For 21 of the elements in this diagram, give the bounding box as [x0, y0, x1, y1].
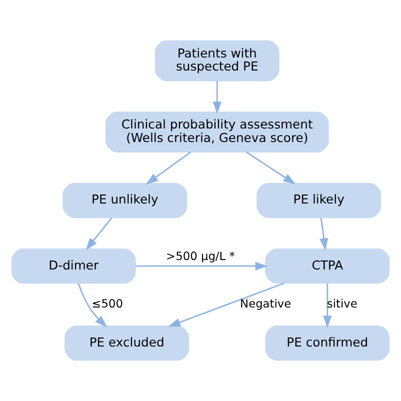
edge-label: Negative	[240, 296, 292, 311]
node-box: CTPA	[265, 248, 390, 284]
arrow	[136, 262, 268, 270]
node-box: PE likely	[256, 182, 382, 218]
node-box: PE confirmed	[265, 326, 390, 361]
arrow	[320, 218, 328, 251]
edge-label: >500 μg/L *	[166, 249, 235, 264]
arrow	[168, 282, 284, 327]
arrow	[86, 217, 112, 250]
node-box: Clinical probability assessment (Wells criteria, Geneva score)	[105, 112, 329, 152]
edge-label: ≤500	[92, 296, 123, 311]
node-box: Patients with suspected PE	[154, 40, 280, 82]
arrow	[246, 151, 296, 184]
arrow	[212, 81, 222, 114]
arrow	[323, 283, 332, 328]
node-box: PE excluded	[64, 326, 190, 361]
arrow	[78, 283, 108, 328]
arrow	[146, 152, 192, 184]
node-box: PE unlikely	[62, 182, 188, 218]
node-box: D-dimer	[11, 248, 136, 284]
edge-label: sitive	[326, 296, 358, 311]
